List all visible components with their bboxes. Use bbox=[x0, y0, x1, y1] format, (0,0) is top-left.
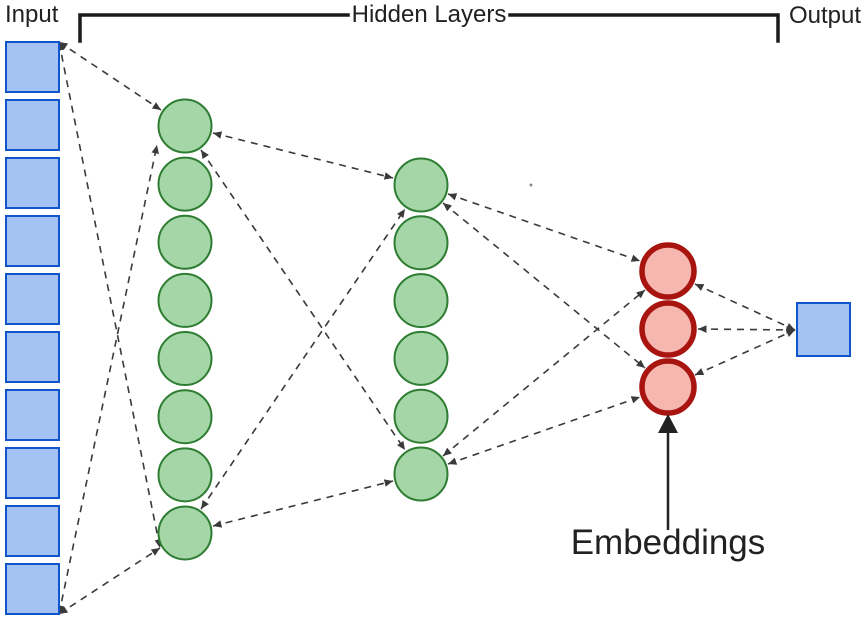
input-node bbox=[5, 215, 60, 267]
input-node bbox=[5, 563, 60, 615]
connector-lines bbox=[56, 41, 796, 615]
hidden2-node bbox=[393, 388, 449, 444]
input-node bbox=[5, 389, 60, 441]
hidden1-node bbox=[157, 505, 213, 561]
output-node bbox=[796, 302, 851, 357]
embedding-node bbox=[639, 242, 697, 300]
input-node bbox=[5, 505, 60, 557]
connector-line bbox=[447, 396, 641, 465]
connector-line bbox=[57, 144, 159, 615]
hidden1-node bbox=[157, 331, 213, 387]
connector-line bbox=[447, 193, 641, 262]
input-node bbox=[5, 41, 60, 93]
input-node bbox=[5, 157, 60, 209]
connector-line bbox=[442, 289, 646, 457]
hidden1-node bbox=[157, 447, 213, 503]
input-node bbox=[5, 99, 60, 151]
network-nodes bbox=[5, 41, 851, 615]
hidden-layers-bracket bbox=[78, 13, 780, 43]
hidden2-node bbox=[393, 273, 449, 329]
embedding-node bbox=[639, 358, 697, 416]
connector-line bbox=[212, 479, 394, 528]
output-label: Output bbox=[789, 2, 862, 29]
hidden2-node bbox=[393, 330, 449, 386]
hidden1-node bbox=[157, 156, 213, 212]
hidden2-node bbox=[393, 157, 449, 213]
connector-line bbox=[58, 547, 161, 615]
stray-dot bbox=[529, 183, 533, 187]
input-node bbox=[5, 331, 60, 383]
hidden2-node bbox=[393, 215, 449, 271]
hidden1-node bbox=[157, 389, 213, 445]
input-node bbox=[5, 273, 60, 325]
connector-line bbox=[58, 41, 162, 111]
connector-line bbox=[694, 329, 796, 376]
input-label: Input bbox=[5, 1, 59, 28]
connector-line bbox=[200, 149, 406, 451]
connector-line bbox=[694, 283, 796, 331]
embedding-node bbox=[639, 300, 697, 358]
hidden2-node bbox=[393, 446, 449, 502]
connector-line bbox=[697, 325, 796, 334]
embeddings-label: Embeddings bbox=[570, 523, 766, 562]
input-node bbox=[5, 447, 60, 499]
hidden1-node bbox=[157, 214, 213, 270]
connector-line bbox=[442, 202, 646, 369]
connector-line bbox=[212, 131, 394, 180]
connector-line bbox=[200, 208, 406, 510]
hidden-layers-label: Hidden Layers bbox=[351, 1, 507, 28]
hidden1-node bbox=[157, 98, 213, 154]
hidden1-node bbox=[157, 272, 213, 328]
embeddings-arrow bbox=[658, 414, 678, 530]
connector-line bbox=[56, 41, 163, 549]
